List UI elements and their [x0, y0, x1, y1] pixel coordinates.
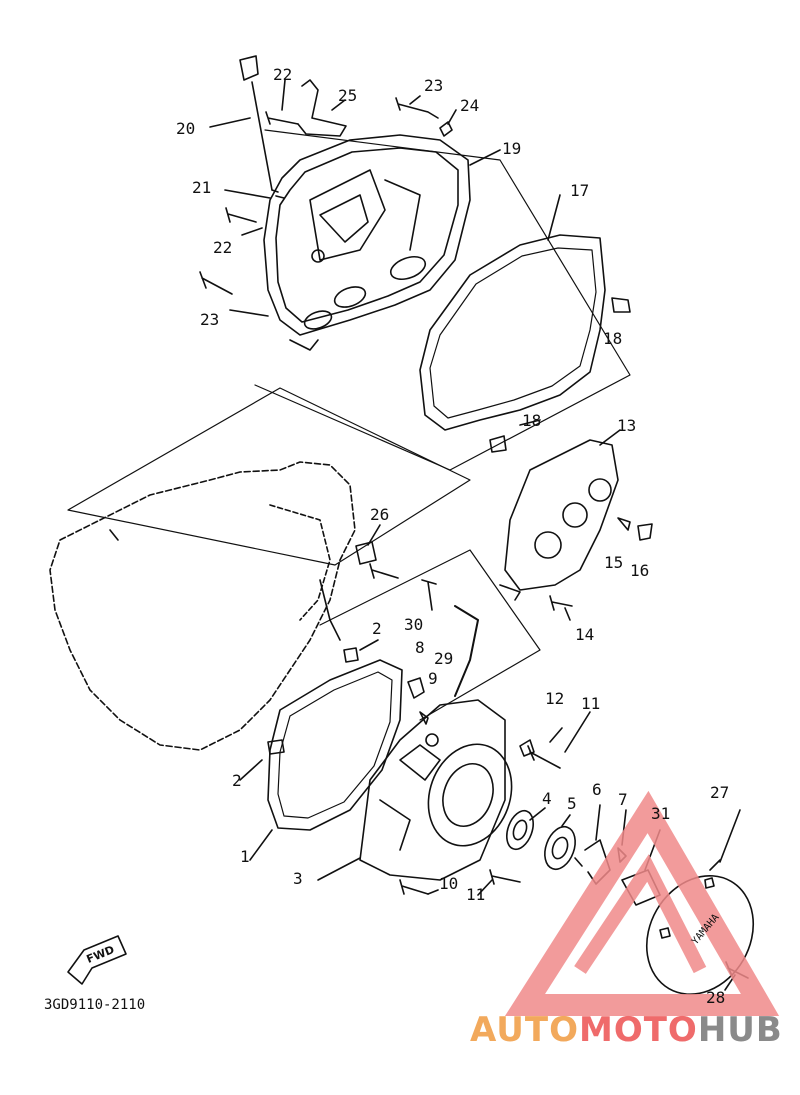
callout-11a: 11: [581, 694, 601, 713]
cover-13: [504, 439, 619, 591]
callout-5: 5: [567, 794, 577, 813]
callout-24: 24: [460, 96, 480, 115]
callout-6: 6: [592, 780, 602, 799]
watermark-logo: AUTOMOTOHUB: [470, 1010, 783, 1050]
callout-23b: 23: [200, 310, 220, 329]
callout-29: 29: [434, 649, 454, 668]
callout-3: 3: [293, 869, 303, 888]
callout-9: 9: [428, 669, 438, 688]
callout-2b: 2: [232, 771, 242, 790]
callout-27: 27: [710, 783, 730, 802]
callout-26: 26: [370, 505, 390, 524]
callout-7: 7: [618, 790, 628, 809]
callout-19: 19: [502, 139, 522, 158]
callout-15: 15: [604, 553, 624, 572]
diagram-code: 3GD9110-2110: [44, 997, 146, 1013]
callout-25: 25: [338, 86, 358, 105]
clutch-cover-outline: [263, 134, 471, 336]
watermark-part-auto: AUTO: [470, 1010, 579, 1050]
callout-22a: 22: [273, 65, 293, 84]
callout-28: 28: [706, 988, 726, 1007]
housing-3: [359, 699, 506, 881]
callout-30: 30: [404, 615, 424, 634]
callout-18b: 18: [522, 411, 542, 430]
callout-17: 17: [570, 181, 590, 200]
callout-18a: 18: [603, 329, 623, 348]
callout-16: 16: [630, 561, 650, 580]
callout-14: 14: [575, 625, 595, 644]
callout-22b: 22: [213, 238, 233, 257]
watermark-part-hub: HUB: [697, 1010, 783, 1050]
crankcase-outline: [49, 461, 356, 751]
gasket-1: [267, 659, 403, 831]
callout-13: 13: [617, 416, 637, 435]
callout-10: 10: [439, 874, 459, 893]
callout-11b: 11: [466, 885, 486, 904]
callout-31: 31: [651, 804, 671, 823]
gasket-17: [419, 234, 606, 431]
callout-20: 20: [176, 119, 196, 138]
callout-1: 1: [240, 847, 250, 866]
callout-12: 12: [545, 689, 565, 708]
callout-2a: 2: [372, 619, 382, 638]
callout-23a: 23: [424, 76, 444, 95]
watermark-triangle: [504, 790, 780, 1016]
callout-4: 4: [542, 789, 552, 808]
callout-21: 21: [192, 178, 212, 197]
callout-8: 8: [415, 638, 425, 657]
watermark-part-moto: MOTO: [578, 1010, 698, 1050]
